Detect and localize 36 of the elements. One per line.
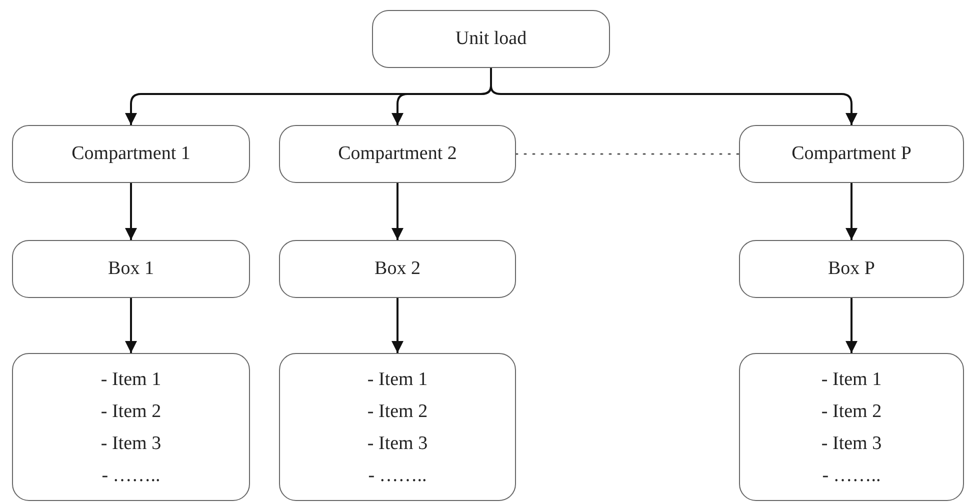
list-item: - Item 3 [100, 432, 162, 456]
list-item: - Item 1 [367, 368, 428, 392]
list-item: - Item 2 [367, 400, 428, 424]
list-item: - Item 2 [100, 400, 162, 424]
box-label: Compartment 2 [338, 142, 457, 166]
list-item: - Item 3 [821, 432, 882, 456]
list-item: - Item 1 [821, 368, 882, 392]
list-item: - Item 3 [367, 432, 428, 456]
arrow [392, 297, 404, 354]
rounded-box [739, 125, 964, 183]
list-item: - Item 2 [821, 400, 882, 424]
rounded-box [279, 240, 516, 298]
box-label: Box 1 [108, 257, 154, 281]
rounded-box [739, 240, 964, 298]
item-list-box [739, 353, 964, 501]
arrow [846, 182, 858, 241]
list-item: - …….. [368, 464, 427, 488]
arrow [392, 182, 404, 241]
box-label: Compartment P [792, 142, 912, 166]
box-label: Compartment 1 [72, 142, 190, 166]
arrow [125, 182, 137, 241]
list-item: - Item 1 [100, 368, 162, 392]
box-label: Box P [828, 257, 875, 281]
arrow [846, 297, 858, 354]
rounded-box [12, 240, 250, 298]
box-label: Unit load [455, 27, 527, 51]
item-list-box [279, 353, 516, 501]
item-list-box [12, 353, 250, 501]
arrow [125, 297, 137, 354]
dotted-connector [515, 153, 740, 155]
list-item: - …….. [102, 464, 160, 488]
rounded-box [12, 125, 250, 183]
rounded-box [279, 125, 516, 183]
rounded-box [372, 10, 610, 68]
box-label: Box 2 [374, 257, 420, 281]
list-item: - …….. [822, 464, 881, 488]
